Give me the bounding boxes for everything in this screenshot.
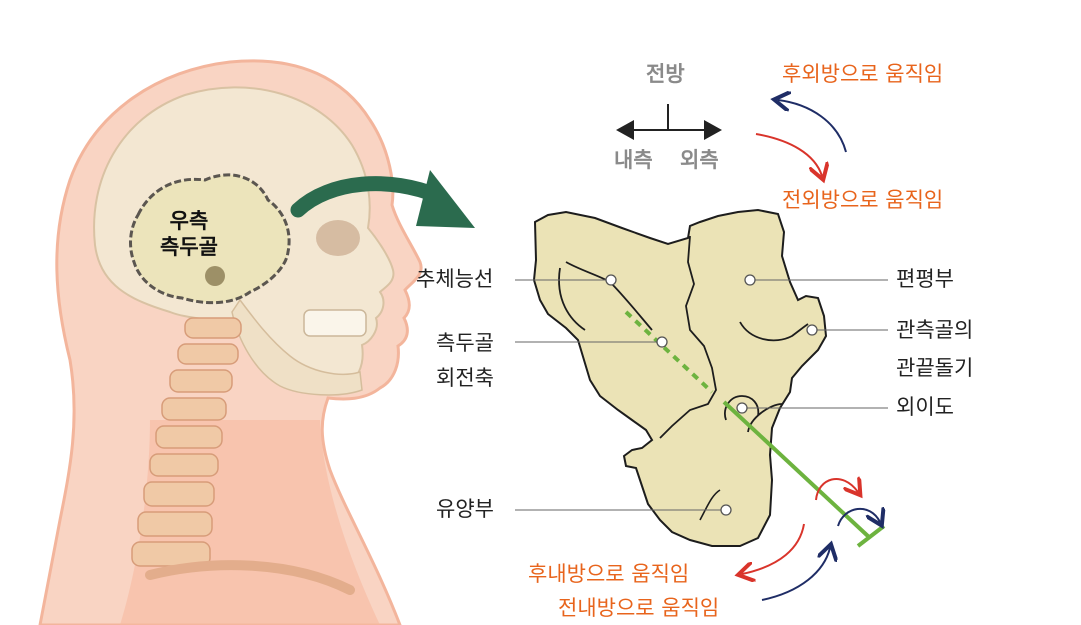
arrow-anterolateral	[755, 133, 822, 176]
label-anteromedial-move: 전내방으로 움직임	[558, 596, 720, 620]
label-zygomatic-2: 관끝돌기	[896, 356, 974, 380]
label-medial: 내측	[614, 148, 653, 172]
arrow-rotation-navy	[837, 509, 880, 526]
movement-arrows	[742, 100, 880, 601]
label-petrous-ridge: 추체능선	[416, 267, 494, 291]
label-mastoid: 유양부	[436, 497, 494, 521]
leader-dots	[605, 274, 818, 516]
label-zygomatic-1: 관측골의	[896, 318, 974, 342]
cervical-spine	[131, 317, 242, 567]
suture-line	[659, 235, 717, 439]
temporal-bone-highlight	[129, 173, 291, 305]
label-anterolateral-move: 전외방으로 움직임	[782, 188, 944, 212]
label-lateral: 외측	[680, 148, 719, 172]
big-arrow-head	[416, 170, 475, 228]
leader-lines	[515, 279, 888, 511]
temporal-bone-shape	[532, 208, 828, 547]
label-front: 전방	[646, 62, 685, 86]
temporal-bone-detail	[515, 208, 888, 548]
arrow-anteromedial	[761, 548, 830, 601]
label-rotation-axis-2: 회전축	[436, 366, 494, 390]
big-curved-arrow	[290, 176, 446, 218]
bone-name-label: 우측 측두골	[160, 208, 218, 261]
mandible	[231, 298, 363, 396]
arrow-rotation-red	[815, 479, 858, 501]
teeth	[303, 309, 367, 337]
rotation-axis-end-cap	[856, 524, 886, 548]
arrow-posteromedial	[742, 523, 805, 574]
bone-name-line-1: 우측	[169, 209, 209, 233]
rotation-axis-dashed	[624, 310, 714, 394]
label-ear-canal: 외이도	[896, 395, 954, 419]
label-squamous: 편평부	[896, 267, 954, 291]
eye-orbit	[316, 220, 360, 256]
label-posteromedial-move: 후내방으로 움직임	[528, 562, 690, 586]
ear-canal-ring	[724, 395, 783, 433]
clavicle	[145, 560, 355, 595]
bone-name-line-2: 측두골	[160, 235, 218, 260]
head-illustration	[38, 59, 475, 625]
label-posterolateral-move: 후외방으로 움직임	[782, 62, 944, 86]
zygomatic-notch	[739, 321, 809, 342]
arrow-posterolateral	[778, 100, 847, 153]
ear-opening	[205, 266, 225, 286]
label-rotation-axis-1: 측두골	[436, 331, 494, 355]
inner-curve	[558, 267, 586, 331]
direction-compass	[616, 104, 722, 140]
mastoid-curve	[699, 489, 721, 521]
